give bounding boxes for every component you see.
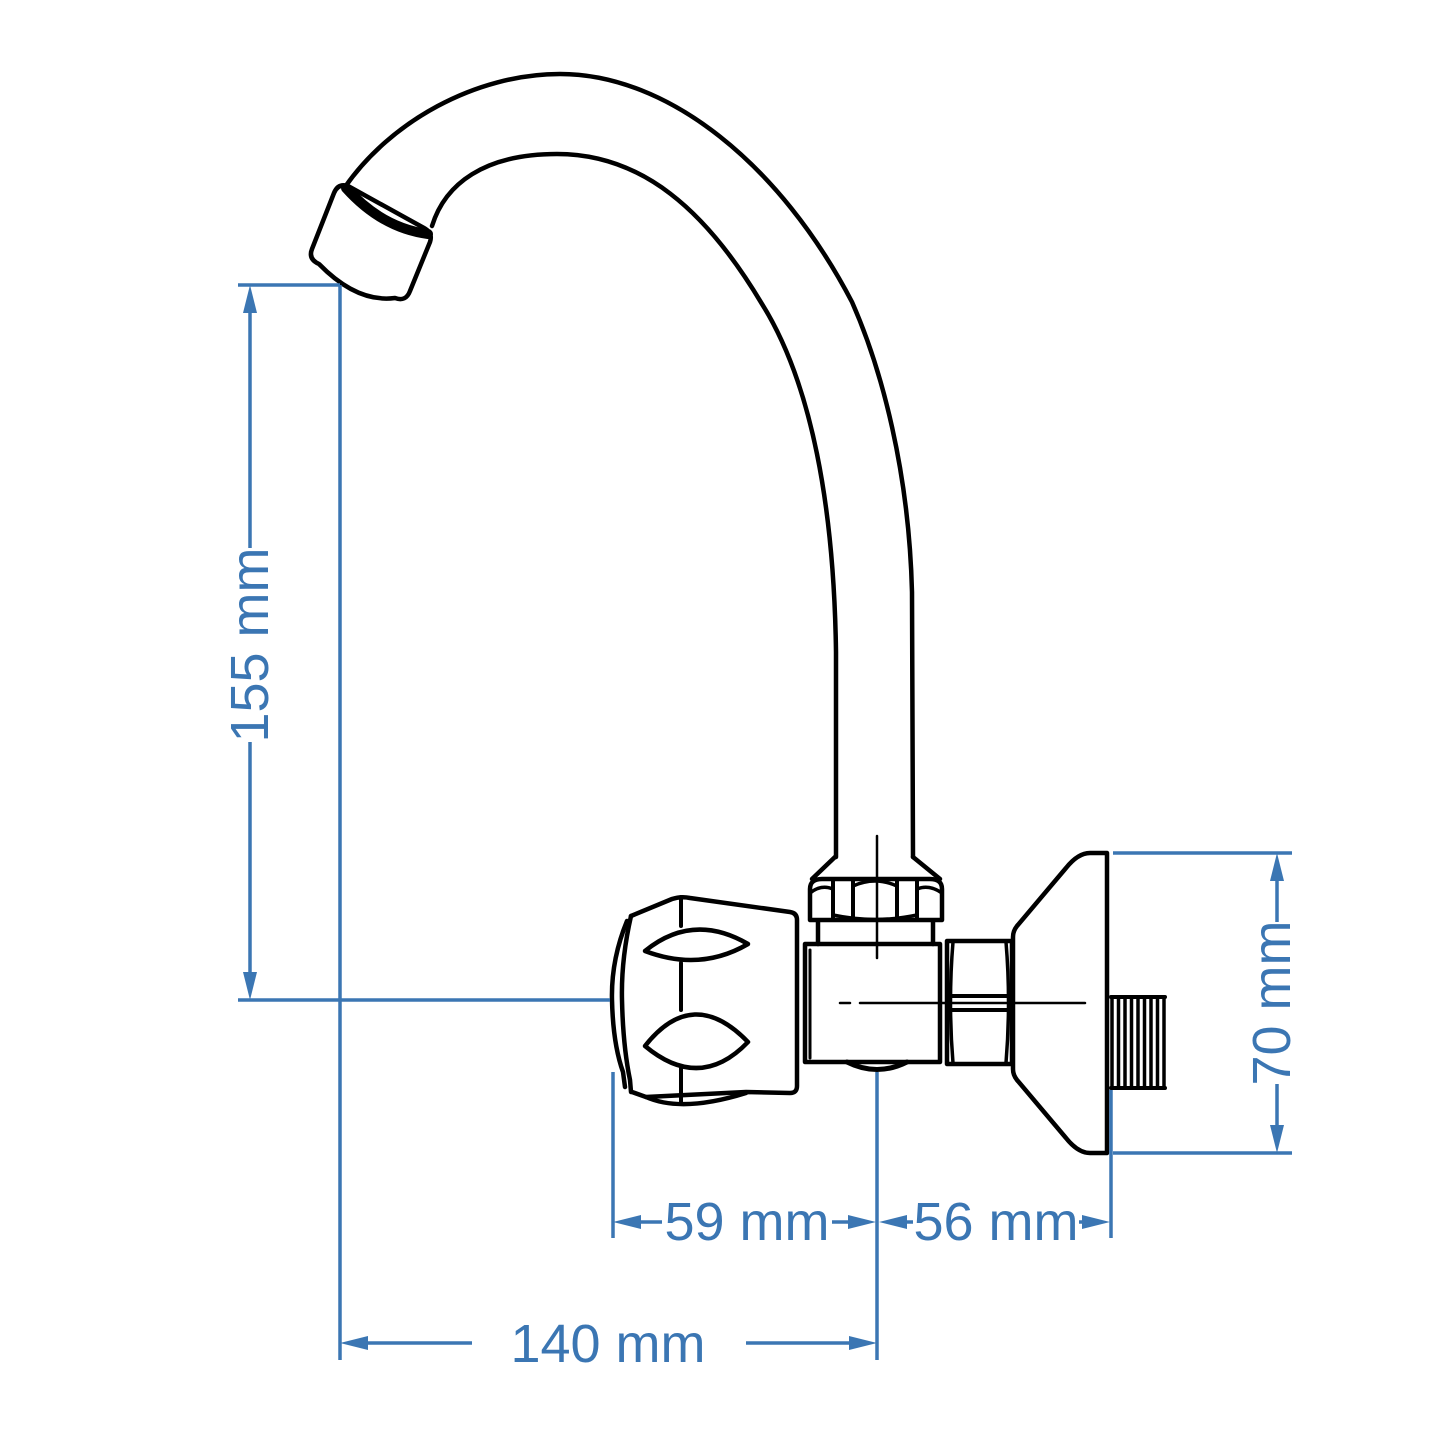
faucet-line-art bbox=[308, 71, 1167, 1156]
arrow-155-up bbox=[243, 285, 257, 313]
spout-tube bbox=[342, 71, 916, 860]
arrow-140-right bbox=[849, 1336, 877, 1350]
control-knob bbox=[609, 894, 800, 1107]
dimension-59mm-label: 59 mm bbox=[664, 1192, 829, 1252]
arrow-56-left bbox=[879, 1215, 907, 1229]
arrow-59-right bbox=[848, 1215, 876, 1229]
dimension-labels: 155 mm 70 mm 59 mm 56 mm 140 mm bbox=[220, 547, 1302, 1374]
arrow-70-down bbox=[1270, 1125, 1284, 1153]
dimension-155mm-label: 155 mm bbox=[220, 547, 280, 742]
arrow-140-left bbox=[340, 1336, 368, 1350]
dimension-arrowheads bbox=[243, 285, 1284, 1350]
dimension-140mm-label: 140 mm bbox=[510, 1314, 705, 1374]
nozzle-joint-band bbox=[341, 183, 433, 239]
wall-flange bbox=[1010, 850, 1110, 1156]
centerlines bbox=[838, 834, 1087, 1005]
dimension-annotations bbox=[238, 283, 1292, 1360]
arrow-59-left bbox=[613, 1215, 641, 1229]
dimension-70mm-label: 70 mm bbox=[1242, 920, 1302, 1085]
extension-lines bbox=[238, 283, 1292, 1360]
valve-body bbox=[802, 941, 943, 1072]
dimension-56mm-label: 56 mm bbox=[913, 1192, 1078, 1252]
spout-connection-nut bbox=[807, 854, 945, 947]
threaded-connector bbox=[1109, 995, 1167, 1090]
knob-grip-lower bbox=[642, 1012, 751, 1071]
arrow-56-right bbox=[1082, 1215, 1110, 1229]
arrow-70-up bbox=[1270, 853, 1284, 881]
knob-grip-upper bbox=[642, 927, 751, 963]
arrow-155-down bbox=[243, 972, 257, 1000]
spout-nozzle bbox=[308, 183, 433, 302]
knob-bottom-facet bbox=[643, 1090, 749, 1107]
